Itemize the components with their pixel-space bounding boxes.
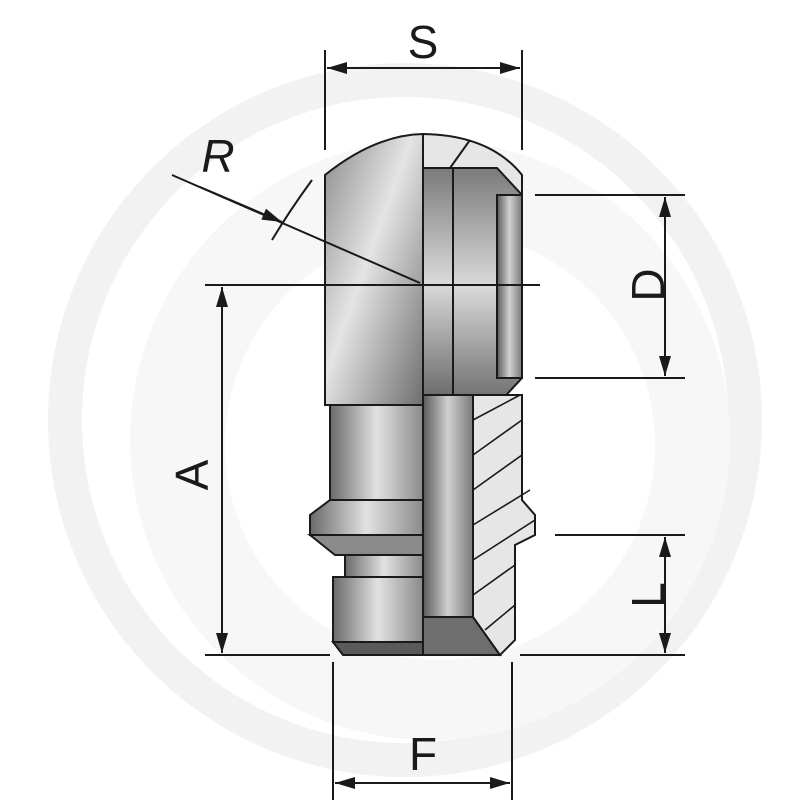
label-r: R: [201, 130, 234, 182]
dimension-d: [535, 194, 685, 379]
dimension-l: [520, 534, 685, 656]
label-f: F: [409, 728, 437, 780]
dimension-r: [171, 174, 421, 284]
dimension-s: [324, 50, 523, 150]
dimension-a: [205, 287, 330, 656]
label-s: S: [408, 16, 439, 68]
label-d: D: [622, 268, 674, 301]
label-a: A: [166, 459, 218, 490]
label-l: L: [622, 582, 674, 608]
banjo-fitting-part: [307, 132, 536, 657]
dimension-f: [332, 662, 513, 800]
